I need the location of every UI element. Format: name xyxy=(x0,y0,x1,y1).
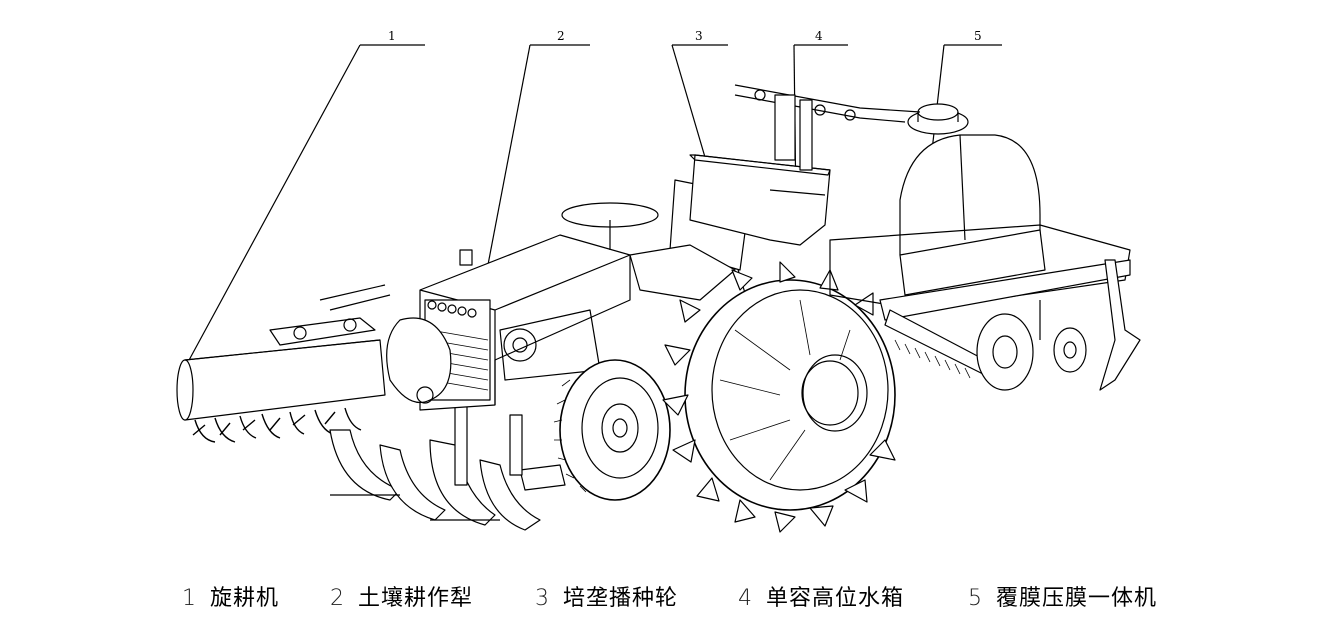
legend-label: 培垄播种轮 xyxy=(563,586,679,611)
film-mulching-unit xyxy=(829,224,1141,391)
legend-label: 旋耕机 xyxy=(210,586,280,611)
rotary-tiller xyxy=(176,284,391,443)
legend-item-rotary-tiller: 1 旋耕机 xyxy=(182,580,279,612)
callout-1-number: 1 xyxy=(388,29,396,43)
legend-item-mulching-machine: 5 覆膜压膜一体机 xyxy=(968,580,1157,612)
legend-number: 5 xyxy=(968,586,982,611)
callout-5-number: 5 xyxy=(974,29,982,43)
legend-number: 2 xyxy=(330,586,344,611)
legend-label: 单容高位水箱 xyxy=(766,586,905,611)
legend-label: 覆膜压膜一体机 xyxy=(996,586,1158,611)
legend-number: 4 xyxy=(738,586,752,611)
legend-number: 3 xyxy=(535,586,549,611)
legend: 1 旋耕机 2 土壤耕作犁 3 培垄播种轮 4 单容高位水箱 5 覆膜压膜一体机 xyxy=(0,574,1343,614)
water-tank xyxy=(899,103,1046,296)
tractor-wheel xyxy=(553,359,671,501)
legend-item-seeding-wheel: 3 培垄播种轮 xyxy=(535,580,678,612)
legend-label: 土壤耕作犁 xyxy=(358,586,474,611)
callout-4-number: 4 xyxy=(815,29,823,43)
callout-3-number: 3 xyxy=(695,29,703,43)
legend-number: 1 xyxy=(182,586,196,611)
legend-item-soil-plough: 2 土壤耕作犁 xyxy=(330,580,473,612)
legend-item-water-tank: 4 单容高位水箱 xyxy=(738,580,904,612)
tank-bracket xyxy=(734,84,921,171)
callout-1: 1 xyxy=(187,29,425,363)
tractor-body xyxy=(386,234,631,411)
seeding-wheel xyxy=(662,261,896,533)
soil-plough xyxy=(329,404,566,531)
callout-2-number: 2 xyxy=(557,29,565,43)
seed-hopper xyxy=(689,154,831,246)
